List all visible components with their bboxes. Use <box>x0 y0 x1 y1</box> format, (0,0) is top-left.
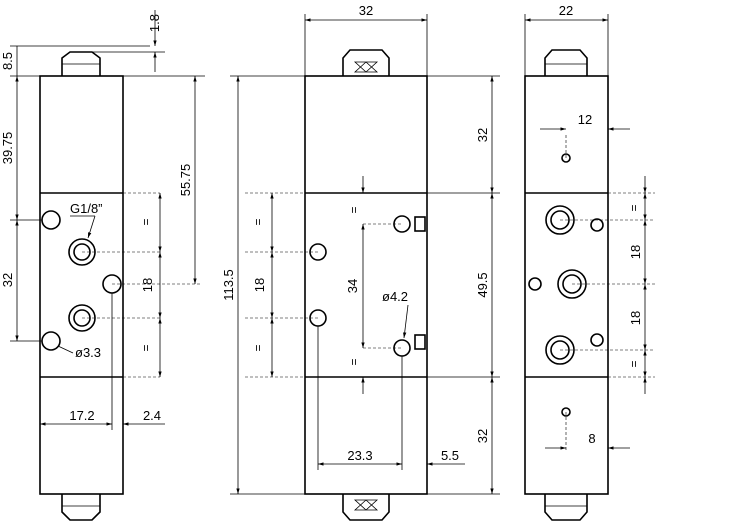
eq-mark-mid-upper: = <box>347 206 361 213</box>
dim-1-8: 1.8 <box>147 14 162 32</box>
front-view: 1.8 8.5 39.75 32 55.75 = 18 = G1/8” ø3.3… <box>0 10 205 521</box>
mount-hole-bottom <box>41 331 61 351</box>
center-view-body <box>304 75 428 495</box>
side-view-top-cap <box>544 49 588 76</box>
hole-label-4-2: ø4.2 <box>382 289 408 304</box>
dim-49-5: 49.5 <box>475 272 490 297</box>
eq-mark-mid-lower: = <box>347 358 361 365</box>
dim-32-right-top: 32 <box>475 128 490 142</box>
eq-mark-side-lower: = <box>627 360 641 367</box>
dim-32-right-bot: 32 <box>475 429 490 443</box>
dim-8-5: 8.5 <box>0 52 15 70</box>
hole-label-3-3: ø3.3 <box>75 345 101 360</box>
side-pilot-hole-bottom <box>561 407 571 417</box>
dim-39-75: 39.75 <box>0 132 15 165</box>
mount-hole-top <box>41 210 61 230</box>
dim-55-75: 55.75 <box>178 164 193 197</box>
dim-18-side-a: 18 <box>628 245 643 259</box>
eq-mark-center-upper: = <box>251 218 265 225</box>
dim-22: 22 <box>559 3 573 18</box>
dim-34: 34 <box>345 279 360 293</box>
eq-mark-lower: = <box>139 344 153 351</box>
eq-mark-upper: = <box>139 218 153 225</box>
dim-5-5: 5.5 <box>441 448 459 463</box>
dim-12: 12 <box>578 112 592 127</box>
side-view-body <box>524 75 609 495</box>
side-port-upper <box>545 205 575 235</box>
side-port-mid <box>557 269 587 299</box>
eq-mark-center-lower: = <box>251 344 265 351</box>
center-hole-upper <box>393 215 411 233</box>
front-view-top-cap <box>61 51 101 76</box>
dim-23-3: 23.3 <box>347 448 372 463</box>
center-view-bottom-cap <box>342 494 390 521</box>
side-view-bottom-cap <box>544 494 588 521</box>
dim-8: 8 <box>588 431 595 446</box>
dim-113-5: 113.5 <box>221 269 236 301</box>
center-hole-lower <box>393 339 411 357</box>
eq-mark-side-upper: = <box>627 204 641 211</box>
front-view-body <box>39 75 124 495</box>
dim-17-2: 17.2 <box>69 408 94 423</box>
side-pilot-hole-top <box>561 153 571 163</box>
dim-32-top: 32 <box>359 3 373 18</box>
side-view: 22 12 = 18 18 = 8 <box>524 3 655 521</box>
dim-32-left: 32 <box>0 273 15 287</box>
center-view-top-cap <box>342 49 390 76</box>
dim-2-4: 2.4 <box>143 408 161 423</box>
thread-label: G1/8” <box>70 201 103 216</box>
center-view: 32 113.5 = 18 = = 34 = ø4.2 32 49.5 32 <box>221 3 500 521</box>
dim-18-left: 18 <box>140 278 155 292</box>
dim-18-center: 18 <box>252 278 267 292</box>
side-port-lower <box>545 335 575 365</box>
front-view-bottom-cap <box>61 494 101 521</box>
dim-18-side-b: 18 <box>628 311 643 325</box>
